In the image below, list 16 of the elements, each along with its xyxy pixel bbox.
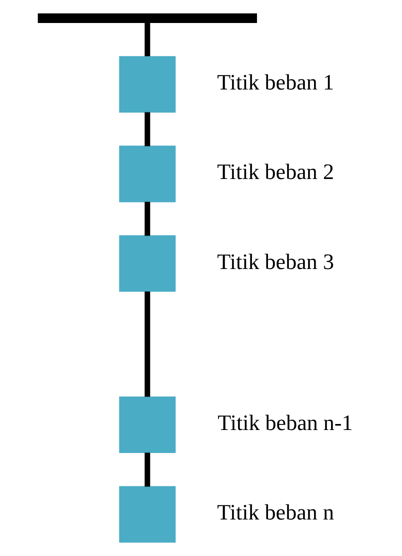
node-label: Titik beban 1 [216,70,334,95]
connector [144,112,150,146]
node-box [118,235,176,292]
node-bar [37,13,256,23]
connector [144,291,150,397]
node-label: Titik beban n [216,500,334,525]
node-box [118,396,176,454]
connector [144,202,150,236]
connector [144,452,150,487]
connector [144,22,150,56]
node-label: Titik beban 3 [216,248,334,274]
node-label: Titik beban n-1 [217,410,352,436]
node-box [118,486,176,543]
node-box [118,146,176,202]
node-label: Titik beban 2 [216,159,334,184]
node-box [118,56,176,113]
